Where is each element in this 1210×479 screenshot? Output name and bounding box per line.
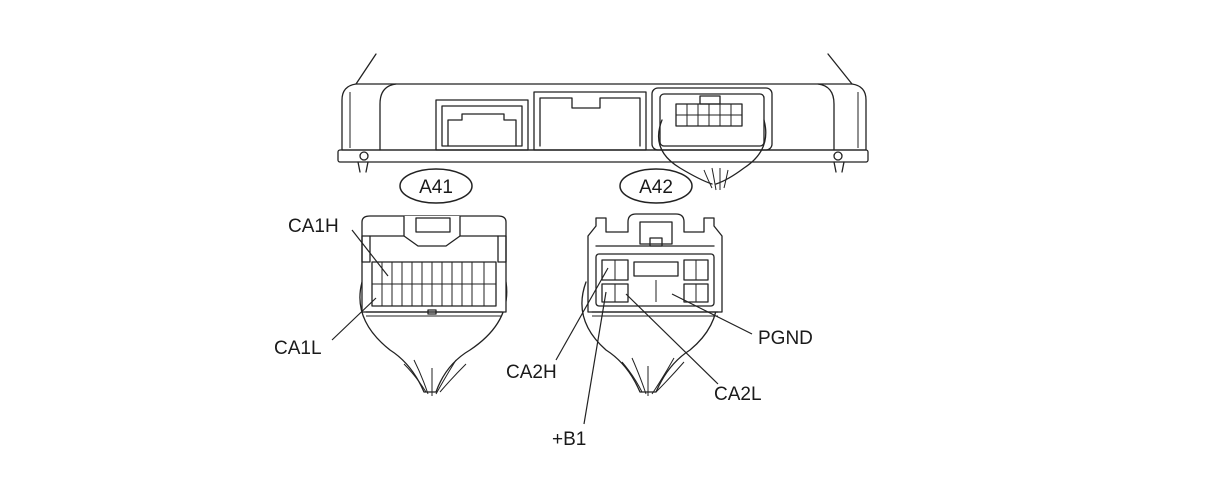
ecu-socket-middle [533,91,647,151]
ca1h-leader [351,229,389,277]
a42-tag: A42 [619,168,693,204]
a41-label: A41 [419,177,453,198]
ca2l-leader [625,293,719,385]
a42-label: A42 [639,177,673,198]
pgnd-leader [671,293,753,335]
ecu-socket-a42 [651,87,773,191]
b1-label: +B1 [552,429,586,450]
ca2l-label: CA2L [714,384,762,405]
ca2h-label: CA2H [506,362,557,383]
ecu-socket-a41 [435,99,529,151]
pgnd-label: PGND [758,328,813,349]
b1-leader [583,291,607,425]
pin-labels: CA1H CA1L CA2H +B1 CA2L PGND [274,216,813,450]
connector-a42 [581,213,723,396]
ca2h-leader [555,267,609,361]
a41-tag: A41 [399,168,473,204]
leader-lines [331,229,753,425]
connector-a41 [359,215,508,396]
ecu-housing [337,53,869,173]
ca1h-label: CA1H [288,216,339,237]
ca1l-label: CA1L [274,338,322,359]
ca1l-leader [331,297,377,341]
